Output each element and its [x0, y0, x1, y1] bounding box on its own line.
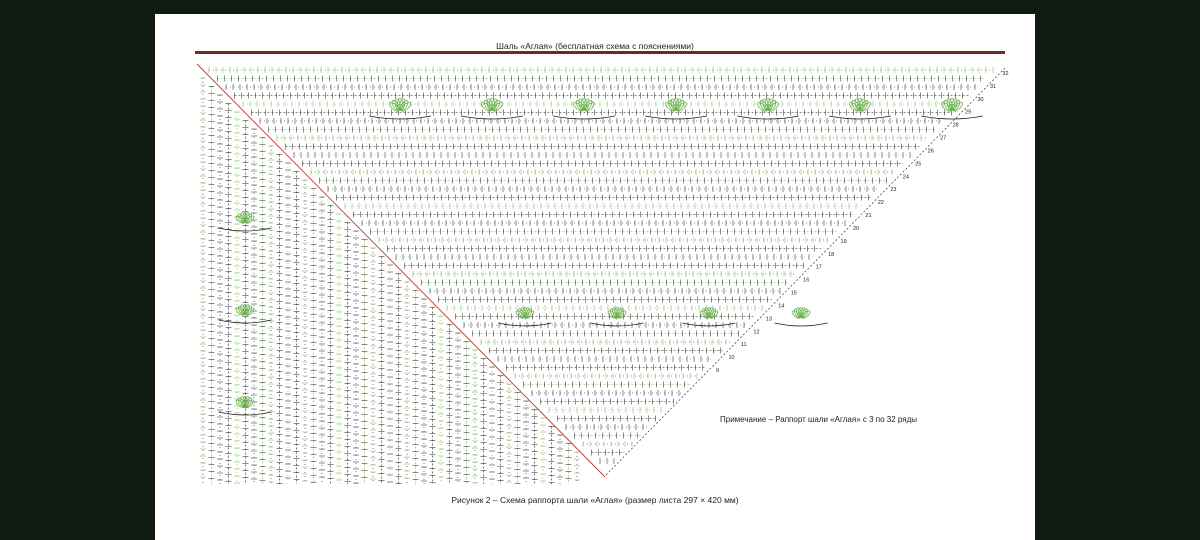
fan-motif: [369, 98, 431, 120]
row-number-label: 32: [1002, 71, 1008, 77]
header-divider: [195, 51, 1005, 54]
row-number-label: 21: [865, 213, 871, 219]
row-number-label: 17: [816, 265, 822, 271]
row-number-label: 13: [766, 316, 772, 322]
row-number-label: 24: [903, 174, 909, 180]
chart-row-numbers: 9 10 11 12 13 14 15 16 17 18 19 20 21 22 23 24 25 26 27 28 2…: [716, 71, 1009, 374]
row-number-label: 29: [965, 110, 971, 116]
row-number-label: 16: [803, 278, 809, 284]
row-number-label: 31: [990, 84, 996, 90]
fan-motif: [645, 98, 707, 120]
document-header-title: Шаль «Аглая» (бесплатная схема с пояснен…: [496, 41, 694, 51]
fan-motif: [218, 303, 272, 324]
row-number-label: 12: [753, 329, 759, 335]
row-number-label: 10: [728, 355, 734, 361]
fan-motif: [829, 98, 891, 120]
fan-motif: [682, 306, 736, 327]
chart-diagonal-axis: [196, 63, 1006, 478]
crochet-chart: 9 10 11 12 13 14 15 16 17 18 19 20 21 22 23 24 25 26 27 28 2…: [196, 63, 1009, 484]
row-number-label: 23: [890, 187, 896, 193]
fan-motif: [774, 306, 828, 327]
figure-caption: Рисунок 2 – Схема раппорта шали «Аглая» …: [451, 495, 739, 505]
row-number-label: 28: [953, 123, 959, 129]
chart-stitch-pattern: [200, 67, 994, 484]
diagonal-axis-line: [196, 63, 606, 478]
row-number-label: 11: [741, 342, 747, 348]
chart-note: Примечание – Раппорт шали «Аглая» с 3 по…: [720, 415, 917, 424]
row-number-label: 15: [791, 291, 797, 297]
fan-motif: [590, 306, 644, 327]
fan-motif: [218, 395, 272, 416]
fan-motif: [498, 306, 552, 327]
hypotenuse-edge: [604, 67, 1006, 477]
row-number-label: 18: [828, 252, 834, 258]
row-number-label: 19: [841, 239, 847, 245]
fan-motif: [921, 98, 983, 120]
chart-fan-motifs: [218, 98, 983, 416]
fan-motif: [461, 98, 523, 120]
row-number-label: 26: [928, 148, 934, 154]
fan-motif: [737, 98, 799, 120]
row-number-label: 22: [878, 200, 884, 206]
row-number-label: 20: [853, 226, 859, 232]
row-number-label: 9: [716, 368, 719, 374]
row-number-label: 14: [778, 303, 784, 309]
fan-motif: [553, 98, 615, 120]
row-number-label: 25: [915, 161, 921, 167]
fan-motif: [218, 211, 272, 232]
row-number-label: 30: [977, 97, 983, 103]
document-sheet: Шаль «Аглая» (бесплатная схема с пояснен…: [155, 14, 1035, 540]
row-number-label: 27: [940, 136, 946, 142]
